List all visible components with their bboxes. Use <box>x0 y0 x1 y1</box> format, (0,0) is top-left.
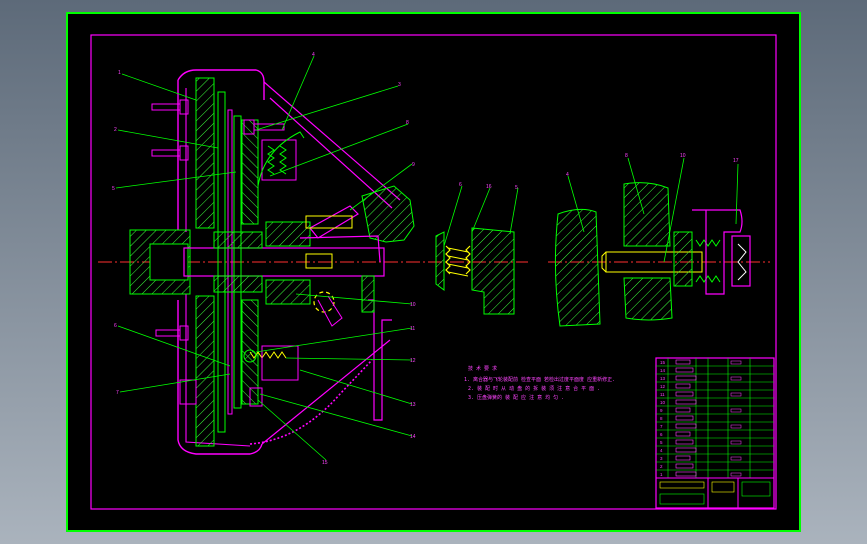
parts-material-cell <box>730 360 742 365</box>
spring-cup-lower <box>261 345 299 381</box>
notes-heading: 技 术 要 求 <box>468 365 497 372</box>
clutch-section-view <box>98 69 430 455</box>
parts-name-cell <box>675 375 697 381</box>
parts-row-number: 14 <box>660 368 666 373</box>
parts-row-number: 13 <box>660 376 666 381</box>
callout-2: 2 <box>114 127 117 133</box>
parts-row-number: 15 <box>660 360 666 365</box>
technical-notes: 技 术 要 求 1. 离合器与飞轮装配前 检查平面 若检出过度平面度 应重新修正… <box>464 365 615 401</box>
release-fork-pivot <box>361 275 375 313</box>
friction-plate-2 <box>227 109 233 415</box>
drawing-border <box>90 34 777 510</box>
parts-name-cell <box>675 367 694 373</box>
parts-name-cell <box>675 391 694 397</box>
callout-1: 1 <box>118 70 121 76</box>
callout-13: 13 <box>410 402 416 408</box>
parts-name-cell <box>675 447 697 453</box>
callout-leaders <box>115 55 413 461</box>
callout-numbers: 1 2 3 4 5 6 7 8 9 10 11 12 13 14 15 <box>112 52 416 466</box>
parts-row-number: 9 <box>660 408 663 413</box>
friction-plate-1 <box>217 91 226 433</box>
callout-14: 14 <box>410 434 416 440</box>
spring-seat <box>305 215 353 229</box>
spring-coil-end <box>243 349 257 363</box>
friction-plate-3 <box>233 115 242 409</box>
parts-row-number: 4 <box>660 448 663 453</box>
detail-b-callout-17: 17 <box>733 158 739 164</box>
callout-15: 15 <box>322 460 328 466</box>
parts-material-cell <box>730 392 742 397</box>
release-lever-upper <box>257 131 305 187</box>
callout-7: 7 <box>116 390 119 396</box>
detail-b-callout-4: 4 <box>566 172 569 178</box>
pressure-plate-upper <box>241 119 259 225</box>
notes-line-1: 1. 离合器与飞轮装配前 检查平面 若检出过度平面度 应重新修正. <box>464 376 615 383</box>
parts-name-cell <box>675 455 691 461</box>
mounting-bolts <box>151 99 285 407</box>
release-link <box>317 295 343 327</box>
parts-material-cell <box>730 440 742 445</box>
clutch-housing <box>177 69 265 455</box>
shaft-hub-lower <box>213 275 263 293</box>
parts-material-cell <box>730 456 742 461</box>
detail-view-spring: 6 16 5 <box>428 182 528 315</box>
parts-row-number: 10 <box>660 400 666 405</box>
notes-line-3: 3. 压盘弹簧的 装 配 应 注 意 均 匀 . <box>468 394 564 401</box>
callout-5: 5 <box>112 186 115 192</box>
detail-a-callout-16: 16 <box>486 184 492 190</box>
callout-8: 8 <box>406 120 409 126</box>
shaft-key <box>305 253 333 269</box>
parts-row-number: 6 <box>660 432 663 437</box>
flywheel-upper <box>195 77 215 229</box>
parts-row-number: 5 <box>660 440 663 445</box>
detail-a-callout-6: 6 <box>459 182 462 188</box>
parts-row-number: 7 <box>660 424 663 429</box>
title-block: 15 14 13 12 11 10 9 8 7 6 5 4 3 2 1 <box>655 357 775 509</box>
parts-name-cell <box>675 383 691 389</box>
spring-cup-upper <box>261 139 297 181</box>
parts-material-cell <box>730 376 742 381</box>
detail-a-callout-5: 5 <box>515 185 518 191</box>
crank-bore <box>149 243 189 281</box>
flywheel-lower <box>195 295 215 447</box>
input-shaft <box>183 247 385 277</box>
shaft-hub-upper <box>213 231 263 249</box>
callout-4: 4 <box>312 52 315 58</box>
callout-11: 11 <box>410 326 415 332</box>
parts-row-number: 1 <box>660 472 663 477</box>
parts-name-cell <box>675 431 691 437</box>
parts-row-number: 8 <box>660 416 663 421</box>
parts-name-cell <box>675 463 694 469</box>
parts-row-number: 12 <box>660 384 666 389</box>
parts-row-number: 11 <box>660 392 665 397</box>
parts-name-cell <box>675 471 697 477</box>
callout-12: 12 <box>410 358 416 364</box>
parts-name-cell <box>675 415 694 421</box>
release-bearing-housing <box>361 185 415 243</box>
detail-view-bolt: 4 8 10 17 <box>548 153 770 327</box>
linkage-cable <box>249 359 373 445</box>
pressure-spring-upper <box>267 145 287 175</box>
callout-10: 10 <box>410 302 416 308</box>
parts-name-cell <box>675 359 691 365</box>
parts-material-cell <box>730 424 742 429</box>
detail-b-callout-8: 8 <box>625 153 628 159</box>
notes-line-2: 2. 装 配 时 从 动 盘 的 拆 装 须 注 意 合 平 面 . <box>468 385 600 392</box>
parts-name-cell <box>675 423 697 429</box>
parts-row-number: 3 <box>660 456 663 461</box>
parts-name-cell <box>675 399 697 405</box>
parts-material-cell <box>730 472 742 477</box>
detail-b-callout-10: 10 <box>680 153 686 159</box>
parts-row-number: 2 <box>660 464 663 469</box>
parts-name-cell <box>675 407 691 413</box>
callout-3: 3 <box>398 82 401 88</box>
callout-9: 9 <box>412 162 415 168</box>
release-fork <box>299 205 381 263</box>
release-sleeve-upper <box>265 221 311 247</box>
callout-6: 6 <box>114 323 117 329</box>
parts-name-cell <box>675 439 694 445</box>
release-sleeve-lower <box>265 279 311 305</box>
parts-material-cell <box>730 408 742 413</box>
